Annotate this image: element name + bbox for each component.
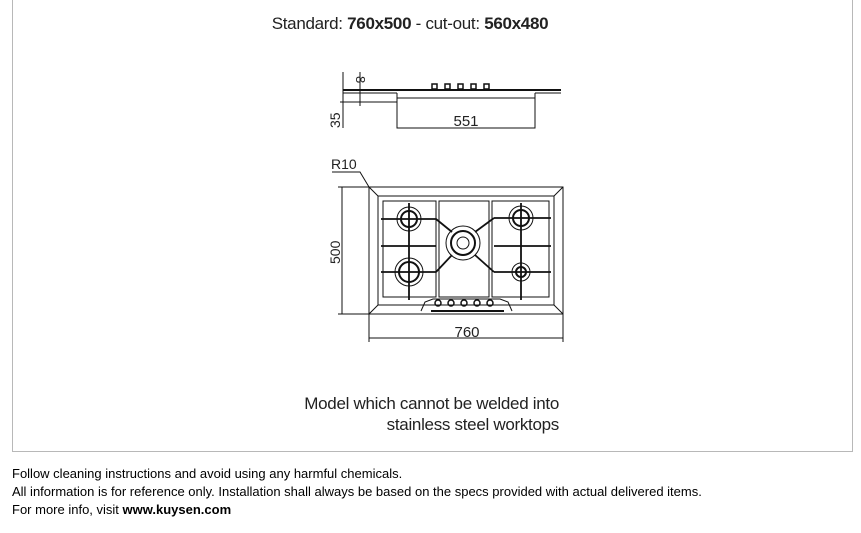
diagram-title: Standard: 760x500 - cut-out: 560x480 <box>0 14 820 34</box>
dim-thickness: 8 <box>353 76 368 83</box>
title-mid: - cut-out: <box>411 14 485 33</box>
top-view <box>368 186 564 315</box>
dim-depth: 551 <box>453 113 478 130</box>
dimension-lines <box>332 171 564 342</box>
standard-size: 760x500 <box>347 14 412 33</box>
note-line-1: Model which cannot be welded into <box>304 394 559 413</box>
diagram-frame <box>12 0 853 452</box>
website-link[interactable]: www.kuysen.com <box>122 502 232 517</box>
dim-radius: R10 <box>331 156 357 172</box>
footer-line-3: For more info, visit www.kuysen.com <box>12 502 231 517</box>
footer-line-1: Follow cleaning instructions and avoid u… <box>12 466 403 481</box>
dim-width-depth: 500 <box>327 240 343 264</box>
control-knobs <box>434 299 494 307</box>
pan-supports <box>381 203 551 300</box>
footer-line-2: All information is for reference only. I… <box>12 484 702 499</box>
cutout-size: 560x480 <box>484 14 549 33</box>
side-view <box>340 72 561 129</box>
dim-width: 760 <box>454 324 479 341</box>
burners <box>394 205 534 287</box>
dim-height: 35 <box>327 112 343 128</box>
note-line-2: stainless steel worktops <box>386 415 560 434</box>
side-knobs <box>431 83 490 90</box>
title-prefix: Standard: <box>271 14 348 33</box>
footer-prefix: For more info, visit <box>12 502 123 517</box>
